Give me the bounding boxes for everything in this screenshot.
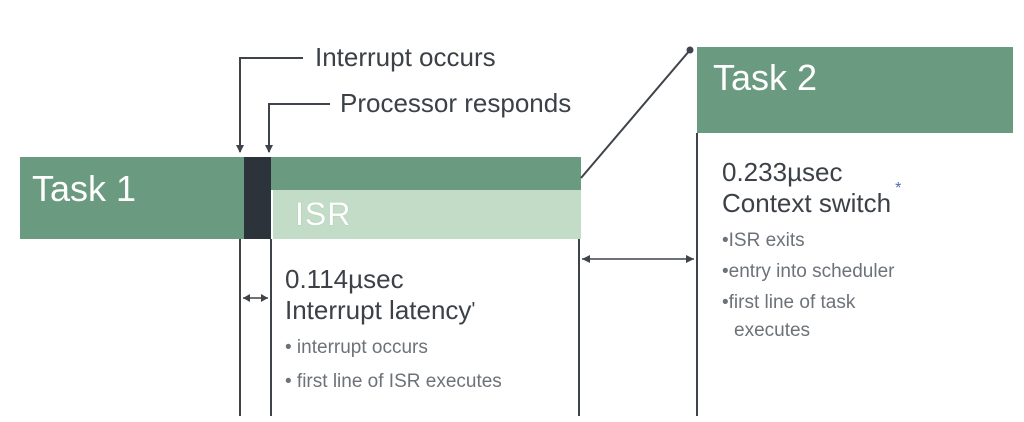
context-switch-block: 0.233µsec Context switch* •ISR exits •en…: [722, 156, 901, 344]
context-switch-bullet: •first line of task: [722, 292, 856, 313]
interrupt-latency-value: 0.114µsec: [285, 264, 404, 294]
interrupt-latency-title: Interrupt latency: [285, 295, 472, 325]
context-switch-bullet: •ISR exits: [722, 230, 805, 251]
context-switch-bullet: •entry into scheduler: [722, 261, 895, 282]
task2-bar: Task 2: [697, 47, 1013, 133]
interrupt-latency-block: 0.114µsec Interrupt latency' • interrupt…: [285, 264, 502, 399]
interrupt-latency-bullet: • first line of ISR executes: [285, 371, 502, 392]
task1-label: Task 1: [32, 168, 137, 209]
processor-responds-leader: [265, 103, 330, 153]
isr-bar: ISR: [273, 190, 581, 239]
interrupt-occurs-leader: [236, 57, 303, 153]
context-switch-mark: *: [895, 180, 902, 197]
interrupt-latency-bullet: • interrupt occurs: [285, 337, 428, 358]
isr-to-task2-connector: [580, 49, 691, 179]
task2-label: Task 2: [713, 57, 818, 98]
context-switch-value: 0.233µsec: [722, 157, 843, 187]
interrupt-occurs-label: Interrupt occurs: [315, 42, 496, 72]
context-switch-bullet: executes: [734, 320, 811, 341]
interrupt-latency-mark: ': [471, 299, 476, 321]
processor-responds-label: Processor responds: [340, 88, 572, 118]
context-switch-title: Context switch: [722, 188, 892, 218]
processor-response-block: [244, 157, 271, 239]
isr-top-strip: [271, 157, 581, 190]
isr-label: ISR: [295, 196, 352, 232]
task1-bar: Task 1: [20, 157, 244, 239]
